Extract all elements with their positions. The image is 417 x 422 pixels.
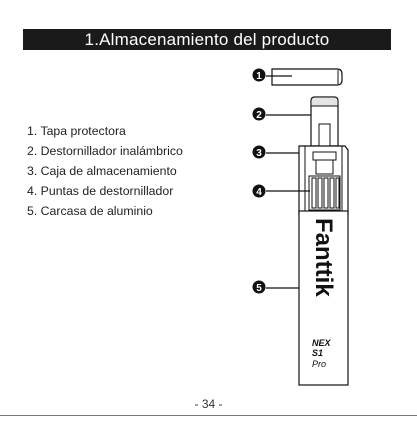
callout-5-marker: 5 bbox=[253, 281, 300, 295]
callout-2-number: 2 bbox=[256, 110, 262, 121]
callout-1-number: 1 bbox=[256, 71, 262, 82]
model-line-1: NEX bbox=[312, 338, 332, 348]
screwdriver-bits-illustration bbox=[309, 176, 340, 210]
callout-5-number: 5 bbox=[256, 283, 262, 294]
brand-logo-text: Fanttik bbox=[310, 218, 337, 297]
model-line-3: Pro bbox=[312, 359, 326, 369]
protective-cap-illustration bbox=[272, 69, 342, 85]
bottom-divider bbox=[0, 415, 417, 416]
model-line-2: S1 bbox=[312, 348, 323, 358]
callout-3-number: 3 bbox=[256, 148, 262, 159]
callout-4-number: 4 bbox=[256, 187, 262, 198]
callout-3-marker: 3 bbox=[253, 146, 300, 160]
page-number: - 34 - bbox=[0, 397, 417, 411]
callout-2-marker: 2 bbox=[253, 108, 312, 122]
screwdriver-illustration bbox=[311, 97, 338, 146]
